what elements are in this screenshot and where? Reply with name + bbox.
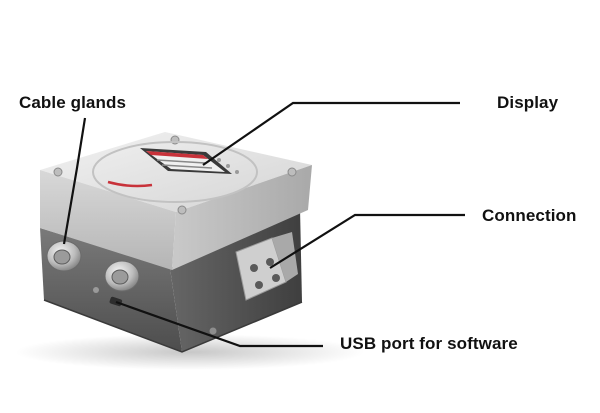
- display-header-bar: [146, 151, 208, 159]
- leader-line-connection: [269, 213, 465, 269]
- port-icon: [266, 258, 274, 266]
- keypad-button-icon: [217, 158, 221, 162]
- label-cable-glands: Cable glands: [19, 93, 127, 112]
- leader-line-cable-glands: [62, 117, 87, 245]
- gland-bore: [111, 269, 129, 285]
- lid-screw-icon: [177, 205, 187, 215]
- keypad-button-icon: [226, 164, 230, 168]
- display-text-line: [161, 164, 213, 169]
- gland-bore: [53, 249, 71, 265]
- keypad-button-icon: [235, 170, 239, 174]
- lid-top-face: [40, 132, 312, 212]
- display-text-line: [156, 159, 206, 164]
- leader-line-usb: [115, 300, 323, 348]
- cable-gland-left: [46, 240, 82, 272]
- port-icon: [255, 281, 263, 289]
- floor-shadow: [15, 334, 365, 370]
- base-rim: [43, 299, 303, 353]
- lid-screw-icon: [287, 167, 297, 177]
- connection-block: [235, 232, 298, 301]
- port-icon: [272, 274, 280, 282]
- leader-lines: [62, 101, 465, 348]
- screw-icon: [208, 326, 218, 336]
- display-bezel: [92, 141, 258, 203]
- connection-block-side: [272, 232, 298, 282]
- label-usb-port: USB port for software: [340, 334, 518, 353]
- label-display: Display: [497, 93, 559, 112]
- led-icon: [93, 287, 99, 293]
- cable-gland-right: [104, 260, 140, 292]
- port-icon: [250, 264, 258, 272]
- housing-lid: [40, 132, 312, 270]
- leader-line-display: [202, 101, 460, 166]
- label-connection: Connection: [482, 206, 577, 225]
- lid-side-face: [172, 165, 312, 270]
- lid-front-face: [40, 170, 176, 270]
- brand-swoosh-icon: [107, 180, 153, 188]
- lid-screw-icon: [53, 167, 63, 177]
